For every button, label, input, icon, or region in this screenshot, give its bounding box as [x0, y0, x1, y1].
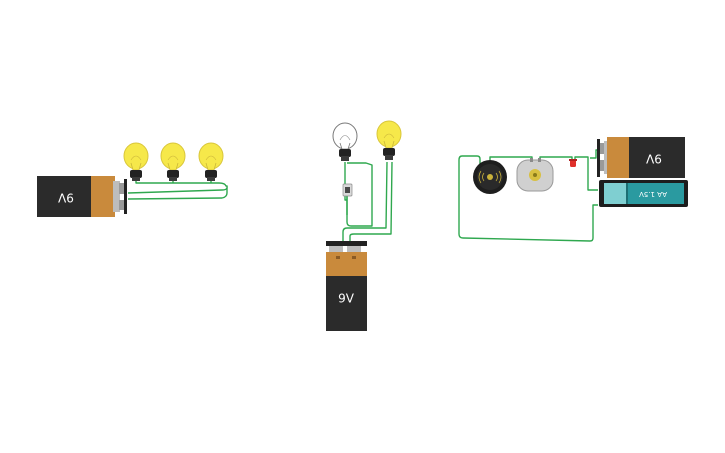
wire[interactable] [342, 161, 388, 241]
wire[interactable] [349, 161, 393, 241]
light-bulb[interactable] [198, 142, 224, 181]
circuit-3: 9V AA 1.5V [458, 137, 688, 242]
wire[interactable] [489, 156, 533, 160]
aa-battery-label: AA 1.5V [639, 190, 667, 198]
light-bulb[interactable] [123, 142, 149, 181]
battery-9v[interactable]: 9V [326, 241, 367, 331]
battery-9v[interactable]: 9V [37, 176, 127, 217]
battery-label: 9V [338, 292, 355, 306]
wire[interactable] [574, 156, 598, 191]
wire[interactable] [539, 156, 573, 160]
wire[interactable] [127, 180, 228, 194]
battery-9v[interactable]: 9V [597, 137, 685, 178]
wire[interactable] [127, 188, 228, 200]
circuit-2: 9V [326, 120, 402, 331]
circuit-1: 9V [37, 142, 228, 217]
light-bulb-off[interactable] [332, 122, 358, 161]
battery-label: 9V [57, 191, 74, 205]
wire[interactable] [458, 155, 598, 242]
battery-label: 9V [645, 152, 662, 166]
light-bulb[interactable] [160, 142, 186, 181]
light-bulb[interactable] [376, 120, 402, 160]
dc-motor[interactable] [516, 158, 554, 192]
aa-battery-holder[interactable]: AA 1.5V [599, 180, 688, 207]
pushbutton-switch[interactable] [342, 183, 353, 197]
red-led[interactable] [569, 159, 577, 167]
buzzer[interactable] [473, 160, 507, 194]
